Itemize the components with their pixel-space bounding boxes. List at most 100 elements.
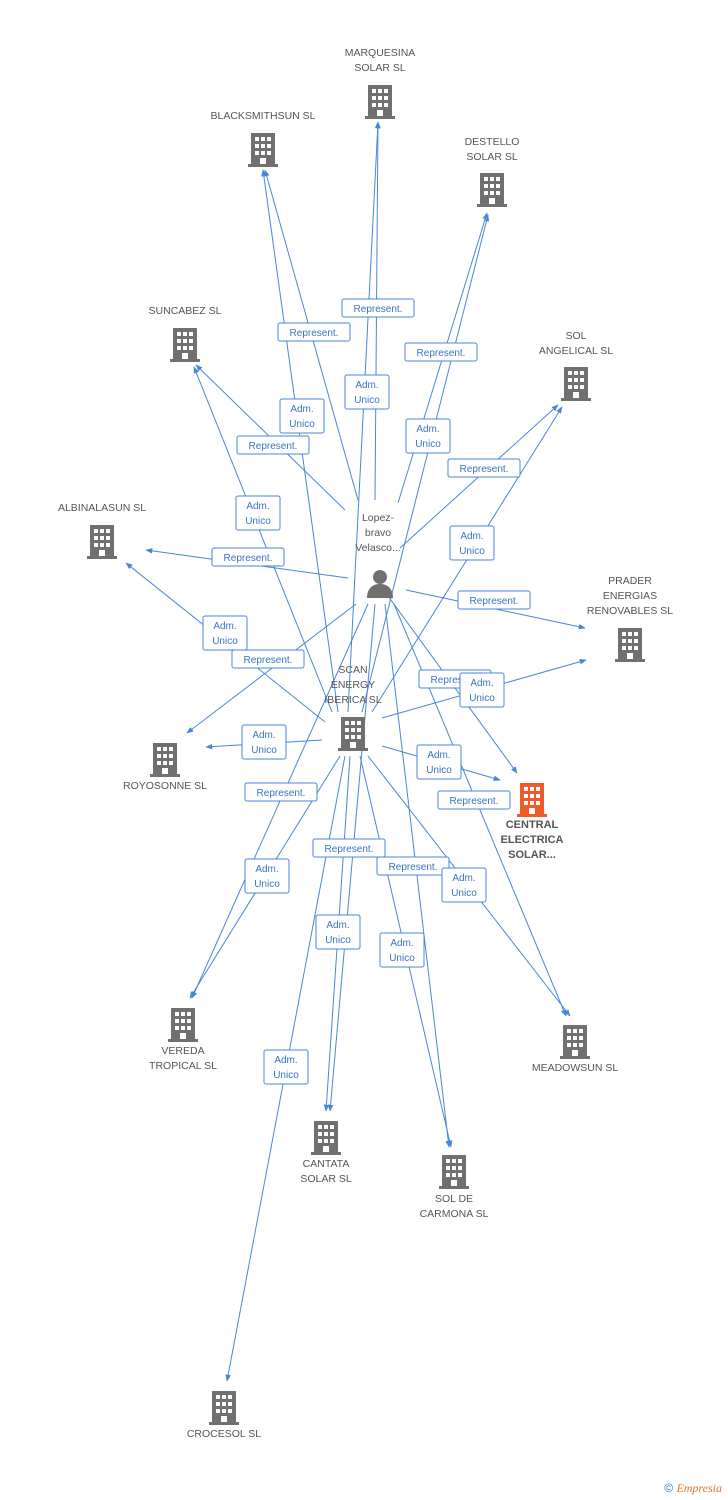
edge-label-box [344, 374, 390, 410]
node-label: CENTRAL [506, 819, 559, 831]
edge-label-scan-to-angelical[interactable]: Adm. Unico [449, 525, 495, 561]
edge-label-text: Represent. [325, 844, 374, 855]
edge-label-scan-to-albinalasun[interactable]: Adm.Unico [202, 615, 248, 651]
node-meadowsun[interactable]: MEADOWSUN SL [532, 1025, 619, 1074]
edge-label-person-to-prader[interactable]: Represent. [457, 590, 531, 610]
node-label: RENOVABLES SL [587, 605, 673, 617]
edge-label-person-to-destello[interactable]: Represent. [404, 342, 478, 362]
node-label: TROPICAL SL [149, 1060, 217, 1072]
edge-label-box [341, 298, 415, 318]
edge-label-person-to-cantata[interactable]: Represent. [312, 838, 386, 858]
edge-label-person-to-angelical[interactable]: Represent. [447, 458, 521, 478]
edge-label-box [404, 342, 478, 362]
node-person[interactable]: Lopez-bravoVelasco... [355, 512, 401, 598]
edge-label-text: Represent. [417, 348, 466, 359]
edge-label-text: Represent. [290, 328, 339, 339]
edge-label-box [202, 615, 248, 651]
footer-brand[interactable]: © Empresia [664, 1481, 722, 1496]
edge-label-scan-to-marquesina[interactable]: Adm.Unico [344, 374, 390, 410]
node-marquesina[interactable]: MARQUESINA SOLAR SL [345, 47, 416, 119]
node-label: SOLAR... [508, 849, 556, 861]
edge-label-scan-to-royosonne[interactable]: Adm.Unico [241, 724, 287, 760]
node-label: Velasco... [355, 542, 401, 554]
edge-label-text: Unico [459, 546, 485, 557]
edge-label-text: Adm. [255, 864, 278, 875]
edge-label-text: Unico [426, 765, 452, 776]
edge-label-box [235, 495, 281, 531]
node-label: CARMONA SL [420, 1208, 489, 1220]
edge-label-scan-to-central[interactable]: Adm.Unico [416, 744, 462, 780]
edge-label-text: Represent. [354, 304, 403, 315]
node-label: SOL DE [435, 1193, 473, 1205]
node-crocesol[interactable]: CROCESOL SL [187, 1391, 261, 1440]
node-label: SOLAR SL [300, 1173, 352, 1185]
edge-label-scan-to-prader[interactable]: Adm.Unico [459, 672, 505, 708]
node-carmona[interactable]: SOL DE CARMONA SL [420, 1155, 489, 1220]
edge-label-person-to-marquesina[interactable]: Represent. [341, 298, 415, 318]
edge-label-text: Represent. [431, 675, 480, 686]
node-label: MARQUESINA [345, 47, 416, 59]
node-vereda[interactable]: VEREDA TROPICAL SL [149, 1008, 217, 1072]
building-icon [560, 1025, 590, 1059]
edge-label-text: Adm. [246, 501, 269, 512]
edge-label-scan-to-meadowsun[interactable]: Adm.Unico [441, 867, 487, 903]
edge-label-scan-to-crocesol[interactable]: Adm.Unico [263, 1049, 309, 1085]
edge-label-box [416, 744, 462, 780]
edge-label-box [376, 856, 450, 876]
node-label: ELECTRICA [501, 834, 564, 846]
edge-label-text: Unico [212, 636, 238, 647]
node-label: SOLAR SL [354, 62, 406, 74]
edge-label-text: Represent. [470, 596, 519, 607]
edge-label-text: Unico [451, 888, 477, 899]
edge-label-box [279, 398, 325, 434]
edge-label-person-to-suncabez[interactable]: Represent. [236, 435, 310, 455]
edge-label-text: Represent. [249, 441, 298, 452]
node-blacksmith[interactable]: BLACKSMITHSUN SL [210, 110, 316, 167]
edge-label-scan-to-vereda[interactable]: Adm.Unico [244, 858, 290, 894]
edge-label-scan-to-cantata[interactable]: Adm.Unico [315, 914, 361, 950]
edge-labels-layer: Represent. Represent. Represent. Represent.… [202, 298, 531, 1085]
edge-label-person-to-carmona[interactable]: Represent. [376, 856, 450, 876]
node-cantata[interactable]: CANTATA SOLAR SL [300, 1121, 352, 1185]
edge-label-scan-to-destello[interactable]: Adm.Unico [405, 418, 451, 454]
edge-label-box [437, 790, 511, 810]
edge-label-scan-to-blacksmith[interactable]: Adm.Unico [279, 398, 325, 434]
edge-label-text: Represent. [389, 862, 438, 873]
edge-label-text: Adm. [355, 380, 378, 391]
building-icon [477, 173, 507, 207]
node-label: VEREDA [161, 1045, 204, 1057]
edge-label-box [447, 458, 521, 478]
node-label: ENERGY [331, 679, 375, 691]
edge-label-box [231, 649, 305, 669]
edge-label-text: Adm. [460, 531, 483, 542]
node-suncabez[interactable]: SUNCABEZ SL [149, 305, 222, 362]
edge-label-box [405, 418, 451, 454]
edge-label-text: Unico [469, 693, 495, 704]
node-label: SCAN [338, 664, 367, 676]
edge-label-person-to-vereda[interactable]: Represent. [244, 782, 318, 802]
edge-label-text: Adm. [290, 404, 313, 415]
edge-label-box [312, 838, 386, 858]
edge-label-box [449, 525, 495, 561]
edge-label-person-to-royosonne[interactable]: Represent. [231, 649, 305, 669]
node-label: CROCESOL SL [187, 1428, 261, 1440]
node-central[interactable]: CENTRAL ELECTRICA SOLAR... [501, 783, 564, 861]
edge-label-text: Unico [389, 953, 415, 964]
node-label: DESTELLO [465, 136, 520, 148]
edge-label-box [236, 435, 310, 455]
edge-label-person-to-meadowsun[interactable]: Represent. [437, 790, 511, 810]
edge-label-scan-to-suncabez[interactable]: Adm.Unico [235, 495, 281, 531]
edge-label-text: Unico [273, 1070, 299, 1081]
edge-label-scan-to-carmona[interactable]: Adm.Unico [379, 932, 425, 968]
node-albinalasun[interactable]: ALBINALASUN SL [58, 502, 146, 559]
edge-label-box [459, 672, 505, 708]
edge-scan-to-destello [361, 214, 490, 713]
node-label: CANTATA [303, 1158, 350, 1170]
edge-label-person-to-blacksmith[interactable]: Represent. [277, 322, 351, 342]
node-royosonne[interactable]: ROYOSONNE SL [123, 743, 207, 792]
edge-label-person-to-albinalasun[interactable]: Represent. [211, 547, 285, 567]
